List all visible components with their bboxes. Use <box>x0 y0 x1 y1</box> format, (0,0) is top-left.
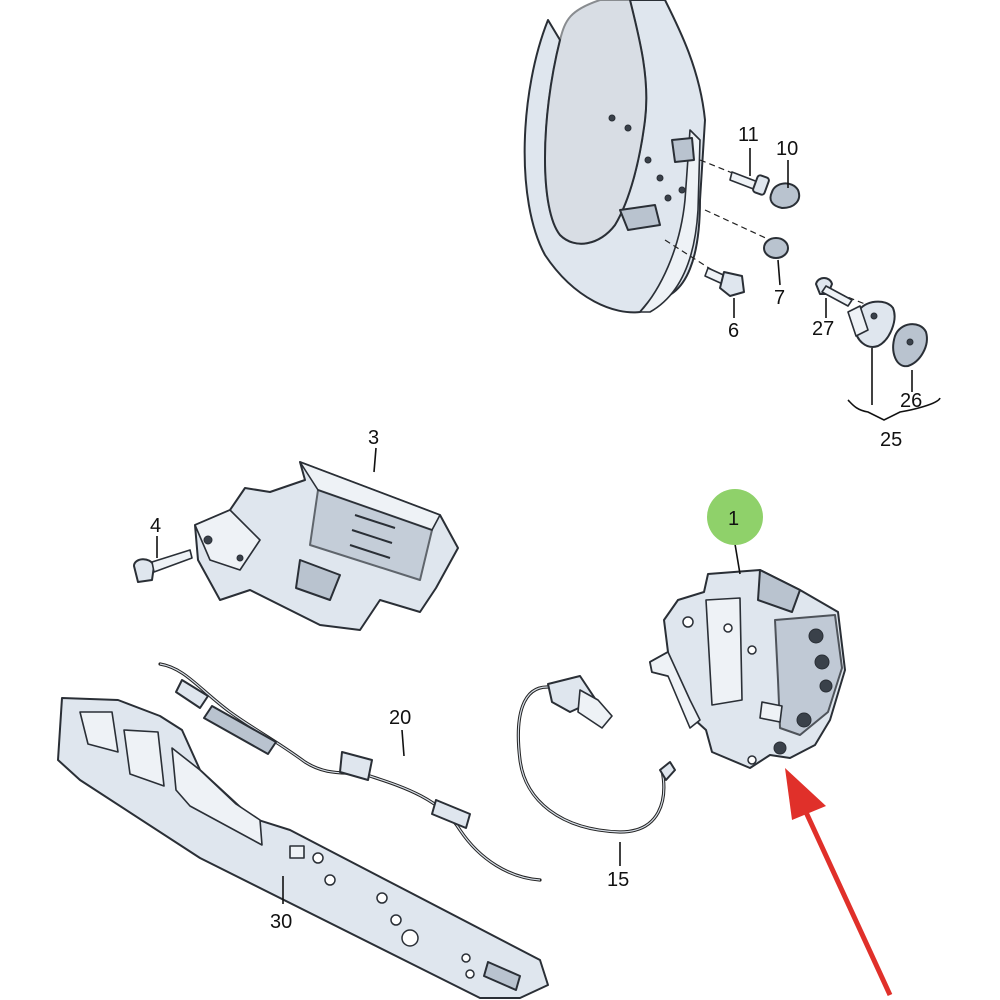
trim-panel-30 <box>57 697 549 999</box>
red-pointer-arrow <box>785 768 893 997</box>
callout-labels: 1 3 4 6 7 10 11 15 20 25 26 27 30 <box>150 124 922 933</box>
bolt-4 <box>133 549 193 583</box>
callout-25: 25 <box>880 429 902 451</box>
door-frame <box>523 0 706 314</box>
leader-lines <box>156 148 827 904</box>
callout-4: 4 <box>150 515 161 537</box>
door-lock-1 <box>649 569 846 769</box>
callout-26: 26 <box>900 390 922 412</box>
bolt-11 <box>729 171 770 196</box>
highlight-marker <box>707 489 763 545</box>
callout-20: 20 <box>389 707 411 729</box>
group-bracket-25 <box>847 348 941 421</box>
callout-1: 1 <box>728 508 739 530</box>
callout-30: 30 <box>270 911 292 933</box>
callout-10: 10 <box>776 138 798 160</box>
bolt-6 <box>704 267 745 297</box>
striker-plate-25 <box>847 300 896 348</box>
cable-20 <box>158 662 542 882</box>
cap-10 <box>769 182 801 209</box>
callout-27: 27 <box>812 318 834 340</box>
callout-3: 3 <box>368 427 379 449</box>
housing-3 <box>194 461 459 631</box>
plug-7 <box>763 237 789 259</box>
callout-11: 11 <box>738 124 759 146</box>
cable-15 <box>516 675 676 834</box>
callout-15: 15 <box>607 869 629 891</box>
screw-27 <box>815 277 853 307</box>
callout-6: 6 <box>728 320 739 342</box>
callout-7: 7 <box>774 287 785 309</box>
